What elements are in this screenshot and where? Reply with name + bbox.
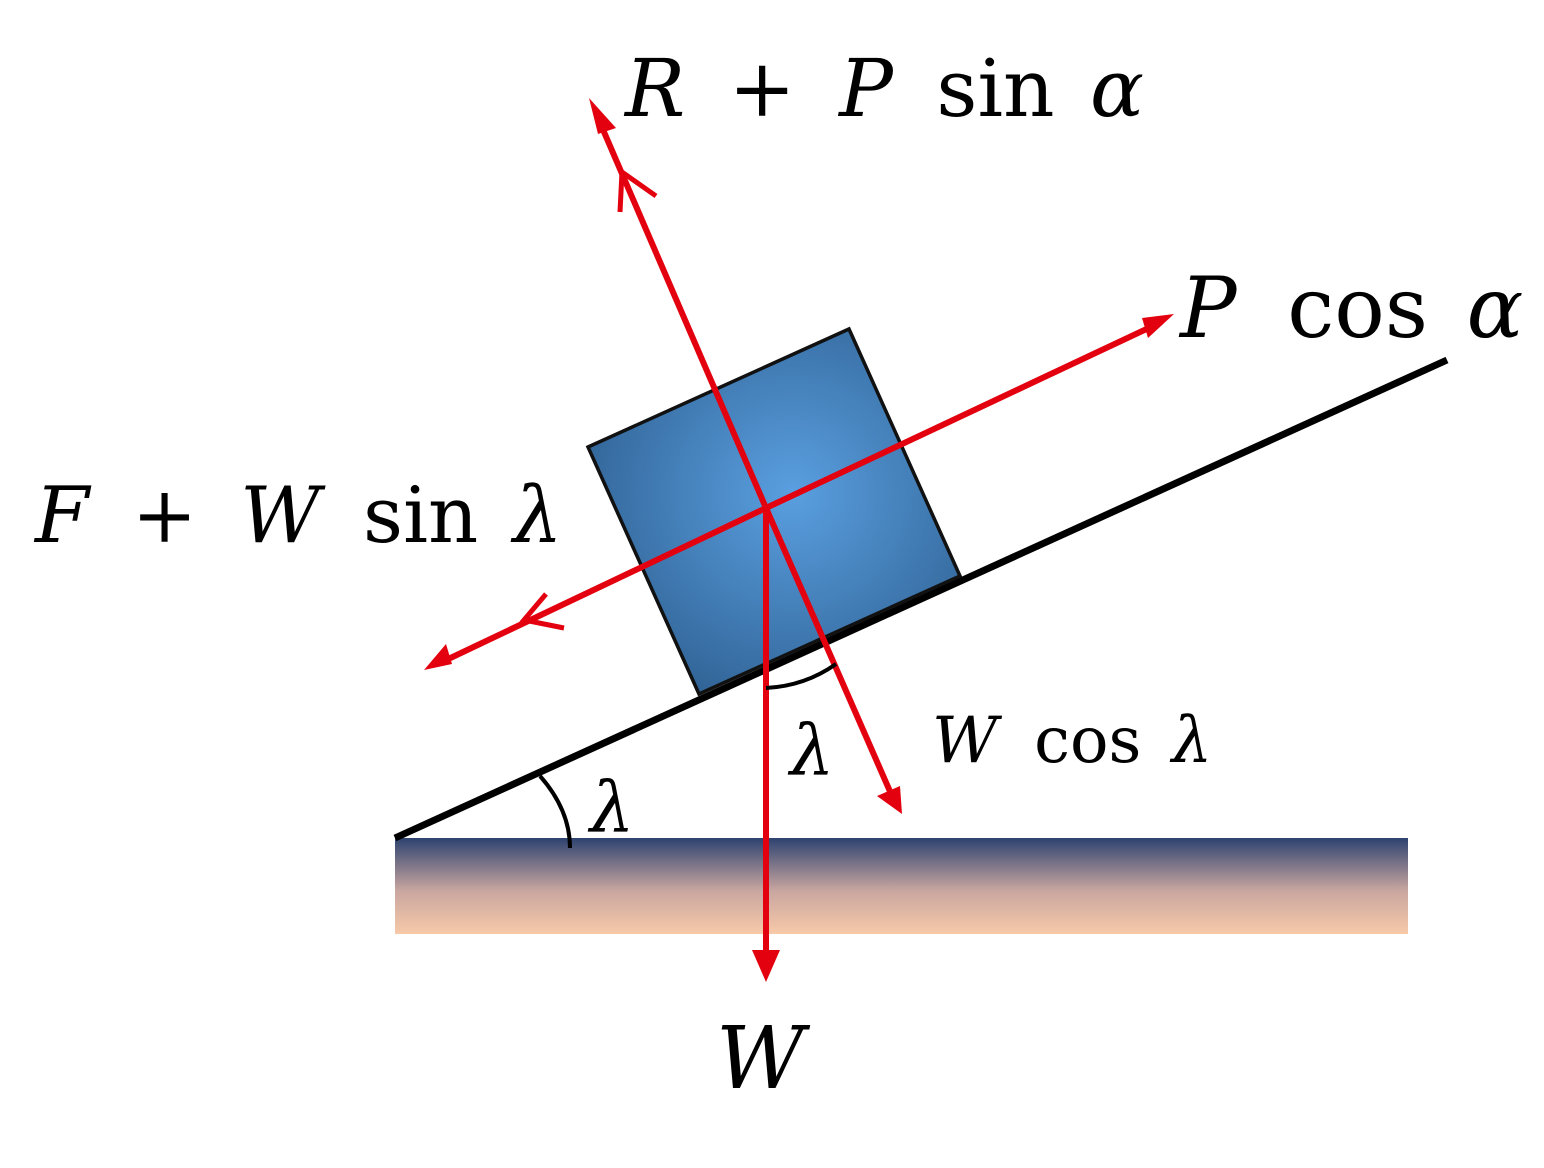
arrow-weight-component bbox=[763, 506, 895, 798]
label-angle-at-base: λ bbox=[587, 767, 634, 849]
arrowhead-applied-parallel bbox=[1142, 314, 1174, 338]
label-weight-component: W cos λ bbox=[932, 704, 1212, 778]
arrow-normal-force-barb bbox=[617, 167, 658, 213]
arrow-friction-side bbox=[440, 505, 768, 665]
label-applied-parallel: P cos α bbox=[1178, 259, 1523, 357]
label-angle-at-block: λ bbox=[787, 710, 834, 792]
arrow-applied-parallel bbox=[764, 322, 1157, 511]
base-angle-arc bbox=[538, 774, 572, 849]
arrowhead-weight bbox=[752, 950, 780, 982]
label-weight: W bbox=[716, 1009, 811, 1109]
ground bbox=[395, 838, 1408, 934]
label-friction-side: F + W sin λ bbox=[33, 471, 563, 561]
arrow-normal-force bbox=[595, 116, 769, 510]
arrow-friction-side-barb bbox=[519, 592, 565, 631]
block bbox=[585, 326, 963, 697]
label-normal-force: R + P sin α bbox=[623, 42, 1144, 135]
arrowhead-weight-component bbox=[877, 786, 902, 814]
arrowhead-normal-force bbox=[589, 98, 616, 134]
arrowhead-friction-side bbox=[424, 644, 452, 670]
incline-plane bbox=[393, 356, 1449, 842]
block-angle-arc bbox=[765, 662, 838, 690]
